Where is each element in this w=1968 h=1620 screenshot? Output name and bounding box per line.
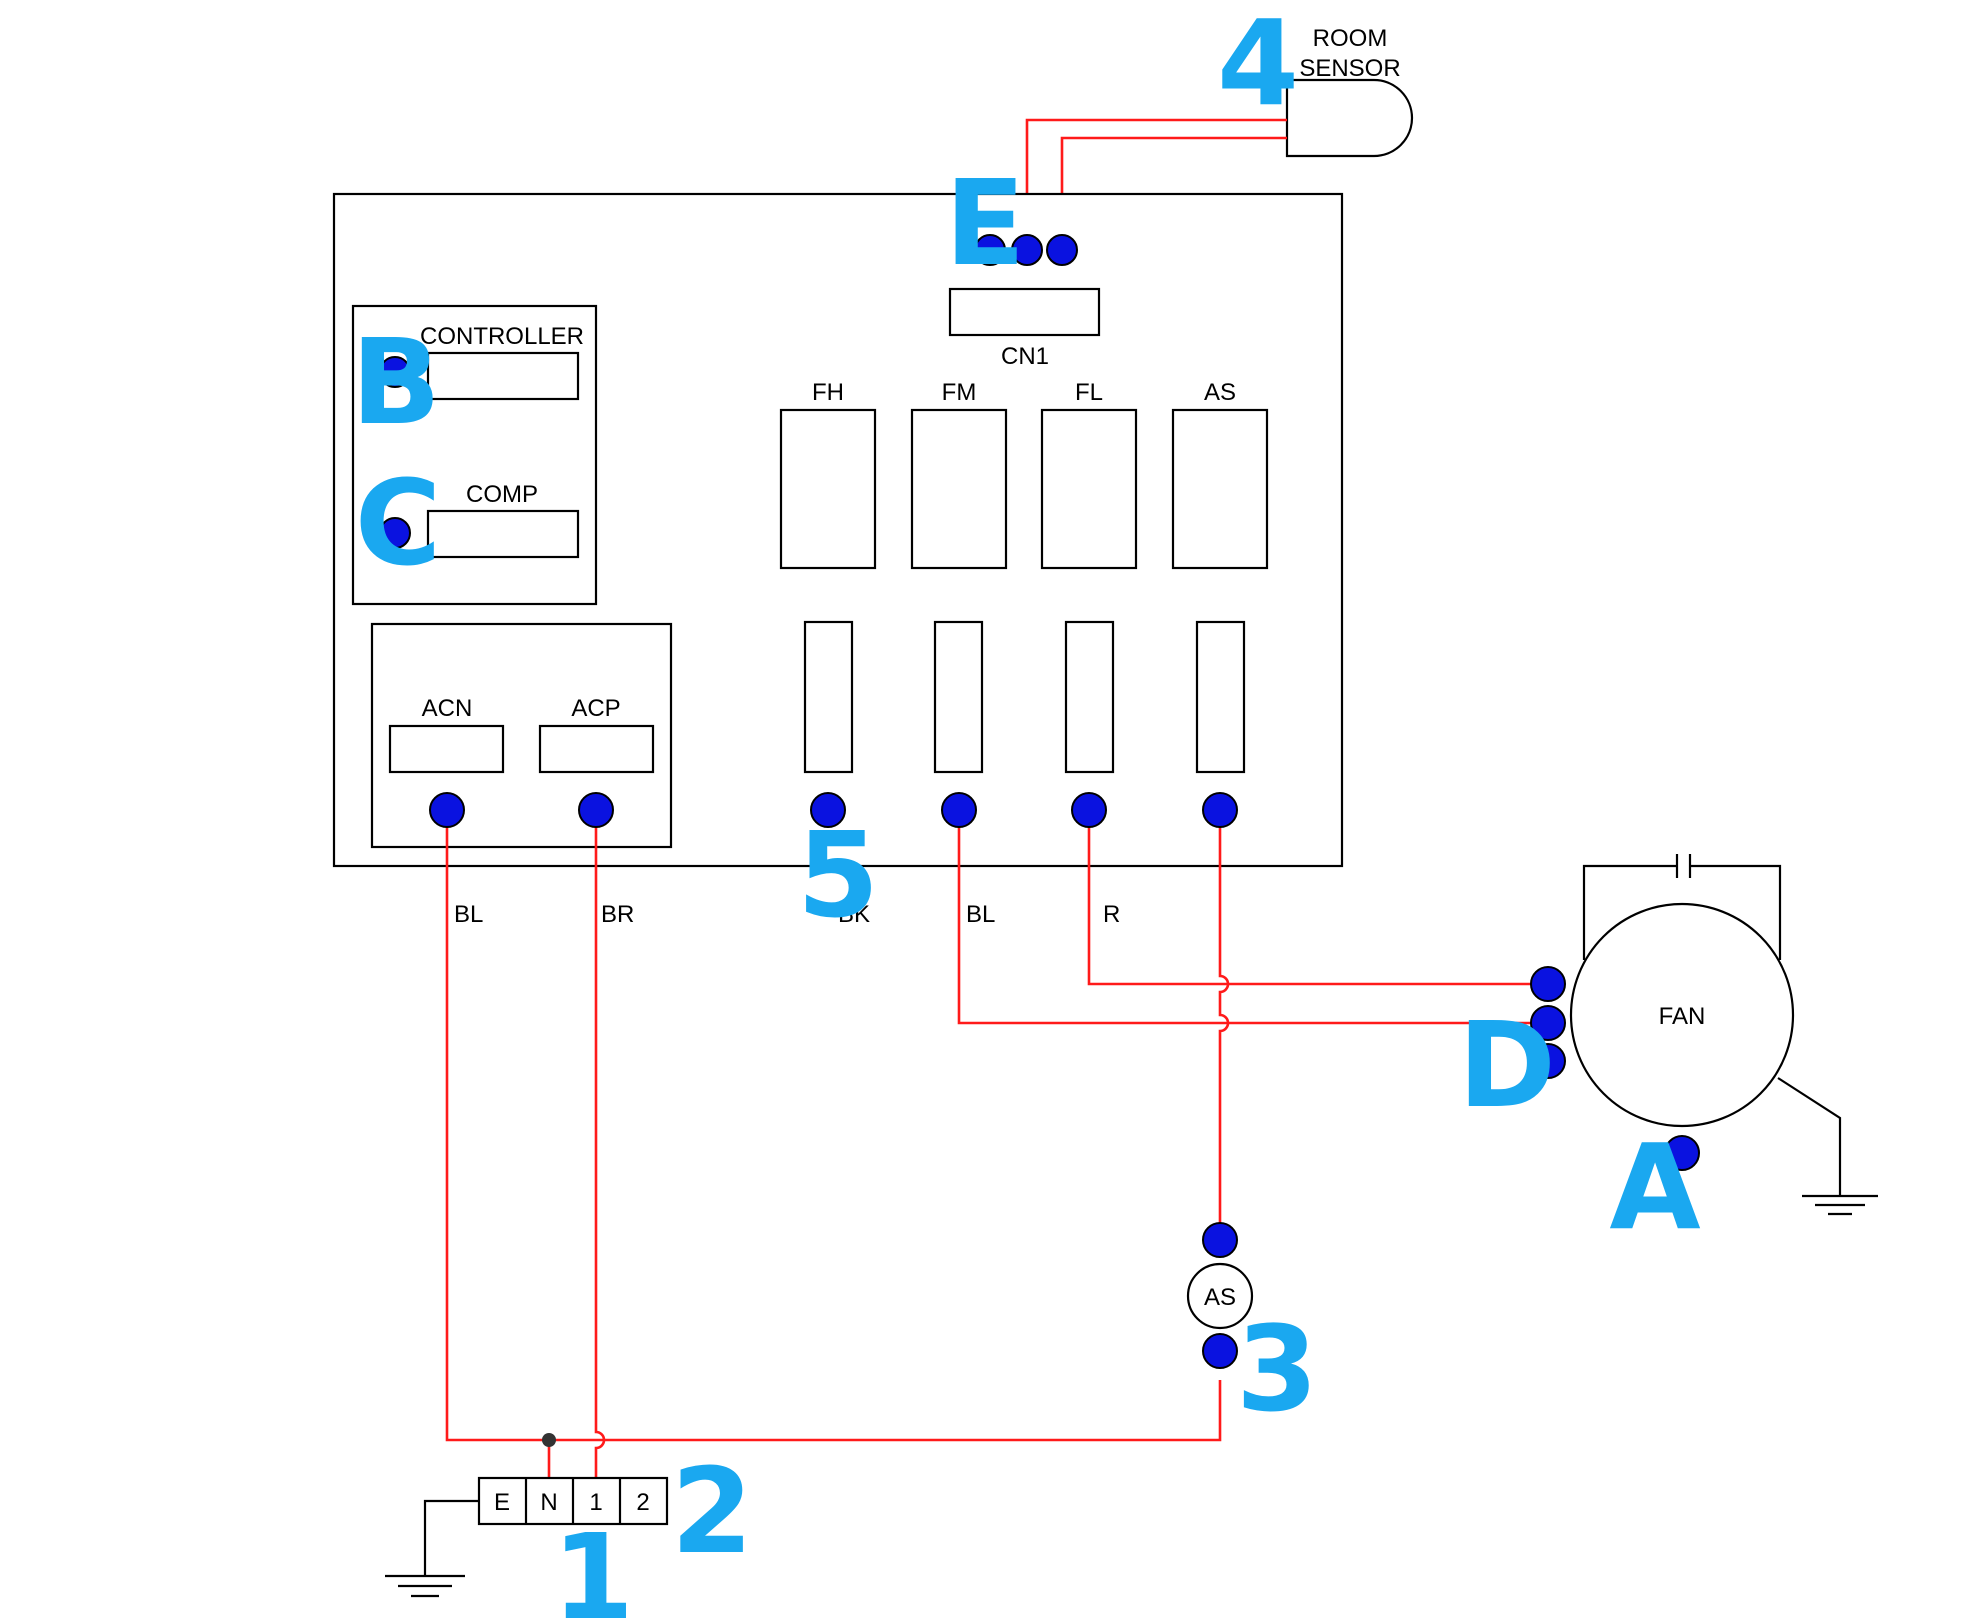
fan-terminal-3[interactable] bbox=[1530, 1043, 1566, 1079]
terminal-e-label: E bbox=[494, 1489, 510, 1516]
as-switch-label: AS bbox=[1204, 1284, 1236, 1311]
acn-terminal[interactable] bbox=[429, 792, 465, 828]
controller-terminal[interactable] bbox=[379, 356, 411, 388]
wire-label-r: R bbox=[1103, 901, 1120, 928]
as-switch-bottom-terminal[interactable] bbox=[1202, 1333, 1238, 1369]
fan-ground-symbol bbox=[1802, 1194, 1878, 1216]
relay-fl-label: FL bbox=[1075, 379, 1103, 406]
fan-ground-wire bbox=[1777, 1077, 1842, 1196]
as-switch[interactable] bbox=[1186, 1262, 1254, 1330]
fh-terminal[interactable] bbox=[810, 792, 846, 828]
fan-terminal-2[interactable] bbox=[1530, 1005, 1566, 1041]
relay-fl-connector[interactable] bbox=[1064, 620, 1115, 774]
callout-2: 2 bbox=[671, 1442, 753, 1580]
relay-fm-connector[interactable] bbox=[933, 620, 984, 774]
controller-label: CONTROLLER bbox=[420, 323, 584, 350]
relay-as-connector[interactable] bbox=[1195, 620, 1246, 774]
cn1-terminal-2[interactable] bbox=[1011, 234, 1043, 266]
fan-label: FAN bbox=[1659, 1003, 1706, 1030]
cn1-label: CN1 bbox=[1001, 343, 1049, 370]
fl-terminal[interactable] bbox=[1071, 792, 1107, 828]
cn1-terminal-3[interactable] bbox=[1046, 234, 1078, 266]
relay-fm[interactable] bbox=[910, 408, 1008, 570]
relay-as-label: AS bbox=[1204, 379, 1236, 406]
comp-label: COMP bbox=[466, 481, 538, 508]
fan-motor[interactable] bbox=[1569, 902, 1795, 1128]
callout-b: B bbox=[351, 313, 441, 451]
terminal-1-label: 1 bbox=[589, 1489, 602, 1516]
relay-as[interactable] bbox=[1171, 408, 1269, 570]
terminal-2-label: 2 bbox=[636, 1489, 649, 1516]
relay-fl[interactable] bbox=[1040, 408, 1138, 570]
wire-r-fl bbox=[1087, 810, 1548, 986]
as-terminal[interactable] bbox=[1202, 792, 1238, 828]
callout-a: A bbox=[1609, 1118, 1700, 1256]
wire-bl-fm bbox=[957, 810, 1548, 1025]
cn1-terminal-1[interactable] bbox=[974, 234, 1006, 266]
neutral-junction bbox=[542, 1433, 556, 1447]
wire-label-bl-2: BL bbox=[966, 901, 995, 928]
fm-terminal[interactable] bbox=[941, 792, 977, 828]
callout-5: 5 bbox=[797, 806, 879, 944]
callout-3: 3 bbox=[1236, 1300, 1318, 1438]
fan-ground-terminal[interactable] bbox=[1664, 1135, 1700, 1171]
acn-connector[interactable] bbox=[388, 724, 505, 774]
wire-bl-acn bbox=[445, 810, 1222, 1442]
callout-c: C bbox=[355, 454, 442, 592]
cn1-terminals bbox=[974, 234, 1078, 266]
terminal-block[interactable] bbox=[477, 1476, 669, 1526]
room-sensor-label-line1: ROOM bbox=[1313, 25, 1388, 52]
fan-capacitor-wire bbox=[1582, 864, 1782, 960]
as-switch-top-terminal[interactable] bbox=[1202, 1222, 1238, 1258]
wire-label-bl-1: BL bbox=[454, 901, 483, 928]
cn1-connector[interactable] bbox=[948, 287, 1101, 337]
callout-e: E bbox=[945, 154, 1026, 292]
callout-1: 1 bbox=[552, 1508, 634, 1620]
wire-br-acp bbox=[594, 810, 606, 1478]
wire-label-bk: BK bbox=[838, 901, 870, 928]
terminal-n-label: N bbox=[540, 1489, 557, 1516]
callout-4: 4 bbox=[1217, 0, 1299, 132]
controller-connector[interactable] bbox=[426, 351, 580, 401]
comp-connector[interactable] bbox=[426, 509, 580, 559]
wire-as bbox=[1218, 810, 1230, 1240]
acp-connector[interactable] bbox=[538, 724, 655, 774]
callout-d: D bbox=[1458, 996, 1556, 1134]
room-sensor[interactable] bbox=[1285, 78, 1414, 158]
relay-fh[interactable] bbox=[779, 408, 877, 570]
acn-label: ACN bbox=[422, 695, 473, 722]
earth-wire bbox=[423, 1499, 479, 1576]
acp-label: ACP bbox=[571, 695, 620, 722]
relay-fh-connector[interactable] bbox=[803, 620, 854, 774]
wire-label-br: BR bbox=[601, 901, 634, 928]
supply-ground-symbol bbox=[385, 1574, 465, 1598]
relay-fh-label: FH bbox=[812, 379, 844, 406]
room-sensor-label-line2: SENSOR bbox=[1299, 55, 1400, 82]
comp-terminal[interactable] bbox=[379, 517, 411, 549]
fan-terminal-1[interactable] bbox=[1530, 966, 1566, 1002]
relay-fm-label: FM bbox=[942, 379, 977, 406]
acp-terminal[interactable] bbox=[578, 792, 614, 828]
